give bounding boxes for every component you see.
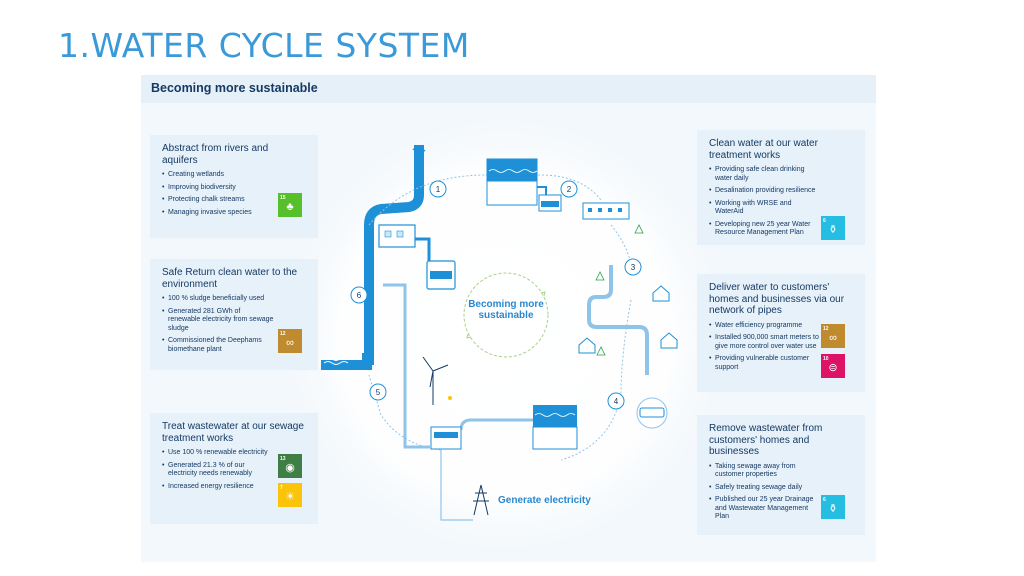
panel-abstract: Abstract from rivers and aquifers Creati… — [150, 135, 318, 238]
cycle-path-3 — [610, 224, 632, 271]
equality-icon: ⊜ — [828, 362, 838, 374]
outfall-waves — [323, 357, 349, 361]
sewage-tank — [533, 405, 577, 427]
panel-deliver: Deliver water to customers' homes and bu… — [697, 274, 865, 392]
list-item: Taking sewage away from customer propert… — [709, 463, 821, 480]
step-marker-3: 3 — [624, 258, 642, 276]
house-icon — [652, 285, 670, 302]
list-item: Providing vulnerable customer support — [709, 355, 821, 372]
list-item: Generated 21.3 % of our electricity need… — [162, 462, 274, 479]
smart-meter-icon — [636, 397, 668, 429]
list-item: Protecting chalk streams — [162, 196, 274, 205]
panel-clean-title: Clean water at our water treatment works — [709, 138, 818, 161]
panel-abstract-title: Abstract from rivers and aquifers — [162, 143, 269, 166]
panel-clean-list: Providing safe clean drinking water dail… — [709, 166, 821, 238]
infinity-icon: ∞ — [286, 337, 294, 349]
house-icon — [660, 332, 678, 349]
list-item: Increased energy resilience — [162, 483, 274, 492]
panel-remove-list: Taking sewage away from customer propert… — [709, 463, 821, 522]
step-marker-2: 2 — [560, 180, 578, 198]
sdg6-badge: 6 ⚱ — [821, 216, 845, 240]
tree-icon — [595, 271, 605, 281]
generate-electricity-label: Generate electricity — [498, 495, 591, 506]
infinity-icon: ∞ — [829, 332, 837, 344]
panel-treat: Treat wastewater at our sewage treatment… — [150, 413, 318, 524]
panel-deliver-list: Water efficiency programme Installed 900… — [709, 322, 821, 373]
list-item: Working with WRSE and WaterAid — [709, 200, 821, 217]
header-bar: Becoming more sustainable — [141, 75, 876, 103]
infographic: Becoming more sustainable — [141, 75, 876, 562]
water-glass-icon: ⚱ — [828, 224, 838, 236]
panel-safe-return: Safe Return clean water to the environme… — [150, 259, 318, 370]
water-cycle-diagram: 1 2 3 4 5 6 — [271, 100, 741, 562]
sun-icon: ☀ — [285, 491, 295, 503]
tree-icon: ♣ — [286, 201, 294, 213]
power-line — [440, 449, 473, 521]
treatment-building — [582, 202, 630, 220]
list-item: Use 100 % renewable electricity — [162, 449, 274, 458]
water-glass-icon: ⚱ — [828, 503, 838, 515]
house-icon — [578, 337, 596, 354]
panel-remove-title: Remove wastewater from customers' homes … — [709, 423, 823, 457]
eye-globe-icon: ◉ — [285, 462, 295, 474]
list-item: 100 % sludge beneficially used — [162, 295, 274, 304]
pylon-icon — [473, 484, 489, 516]
intake-pipe — [415, 237, 431, 261]
panel-clean: Clean water at our water treatment works… — [697, 130, 865, 245]
sdg10-badge: 10 ⊜ — [821, 354, 845, 378]
distribution-pipe — [587, 265, 649, 375]
list-item: Installed 900,000 smart meters to give m… — [709, 334, 821, 351]
step-number-6: 6 — [357, 291, 362, 300]
panel-remove: Remove wastewater from customers' homes … — [697, 415, 865, 535]
step-number-2: 2 — [567, 185, 572, 194]
river-pipe — [364, 145, 424, 365]
list-item: Water efficiency programme — [709, 322, 821, 331]
step-marker-4: 4 — [607, 392, 625, 410]
sdg12-badge: 12 ∞ — [821, 324, 845, 348]
sdg7-badge: 7 ☀ — [278, 483, 302, 507]
slide-title: 1.WATER CYCLE SYSTEM — [58, 26, 470, 65]
tree-icon — [596, 346, 606, 356]
list-item: Improving biodiversity — [162, 184, 274, 193]
step-number-4: 4 — [614, 397, 619, 406]
panel-deliver-title: Deliver water to customers' homes and bu… — [709, 282, 845, 316]
panel-treat-list: Use 100 % renewable electricity Generate… — [162, 449, 274, 491]
list-item: Providing safe clean drinking water dail… — [709, 166, 821, 183]
list-item: Managing invasive species — [162, 209, 274, 218]
return-pipe — [383, 283, 431, 449]
panel-treat-title: Treat wastewater at our sewage treatment… — [162, 421, 304, 444]
river-waves — [412, 147, 426, 153]
tree-icon — [634, 224, 644, 234]
list-item: Published our 25 year Drainage and Waste… — [709, 496, 821, 522]
panel-safe-return-title: Safe Return clean water to the environme… — [162, 267, 298, 290]
center-cycle-ring — [463, 272, 549, 358]
sdg15-badge: 15 ♣ — [278, 193, 302, 217]
list-item: Developing new 25 year Water Resource Ma… — [709, 221, 821, 238]
list-item: Desalination providing resilience — [709, 187, 821, 196]
spark-icon — [448, 396, 452, 400]
header-title: Becoming more sustainable — [151, 81, 318, 95]
sdg6-badge: 6 ⚱ — [821, 495, 845, 519]
step-number-5: 5 — [376, 388, 381, 397]
sdg12-badge: 12 ∞ — [278, 329, 302, 353]
step-marker-6: 6 — [350, 286, 368, 304]
panel-safe-return-list: 100 % sludge beneficially used Generated… — [162, 295, 274, 354]
step-marker-5: 5 — [369, 383, 387, 401]
panel-abstract-list: Creating wetlands Improving biodiversity… — [162, 171, 274, 217]
list-item: Commissioned the Deephams biomethane pla… — [162, 337, 274, 354]
step-marker-1: 1 — [429, 180, 447, 198]
center-label: Becoming more sustainable — [468, 299, 544, 321]
sdg13-badge: 13 ◉ — [278, 454, 302, 478]
step-number-1: 1 — [436, 185, 441, 194]
step-number-3: 3 — [631, 263, 636, 272]
list-item: Safely treating sewage daily — [709, 484, 821, 493]
list-item: Creating wetlands — [162, 171, 274, 180]
list-item: Generated 281 GWh of renewable electrici… — [162, 308, 274, 334]
